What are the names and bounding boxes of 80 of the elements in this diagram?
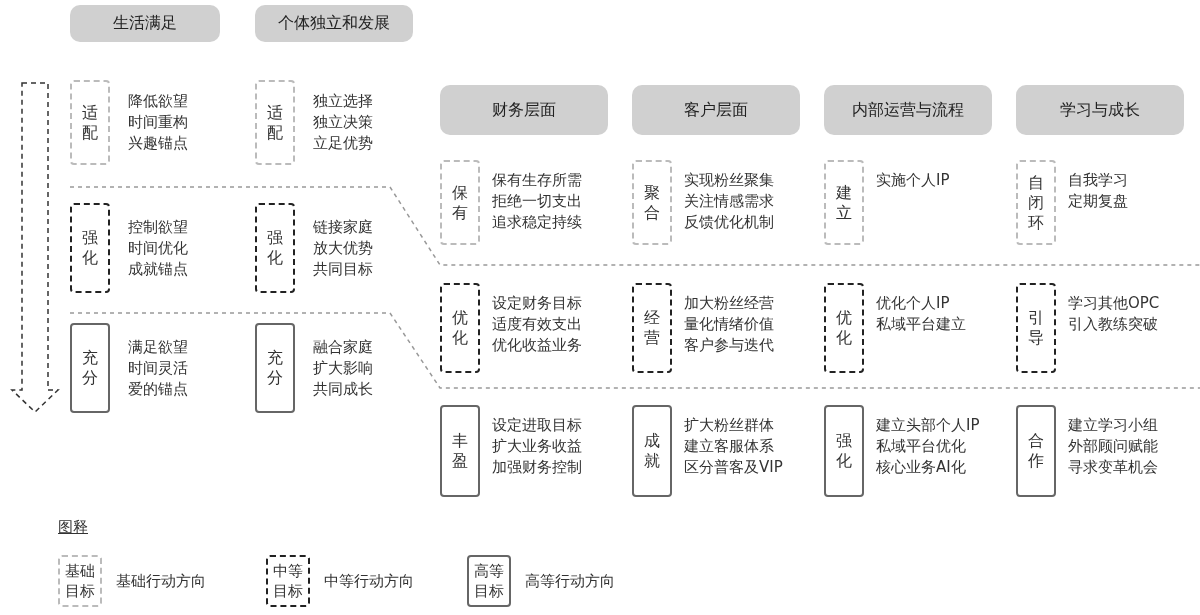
goal-tag: 充分	[70, 323, 110, 413]
action-item: 时间优化	[128, 237, 188, 259]
action-item: 成就锚点	[128, 258, 188, 280]
action-item: 外部顾问赋能	[1068, 436, 1158, 457]
action-item: 建立头部个人IP	[876, 415, 980, 436]
column-header: 个体独立和发展	[255, 5, 413, 42]
action-item: 寻求变革机会	[1068, 457, 1158, 478]
action-item: 追求稳定持续	[492, 212, 582, 233]
action-item: 加强财务控制	[492, 457, 582, 478]
goal-tag: 高等目标	[467, 555, 511, 607]
goal-tag: 强化	[255, 203, 295, 293]
column-header: 财务层面	[440, 85, 608, 135]
action-item: 爱的锚点	[128, 378, 188, 400]
goal-tag: 基础目标	[58, 555, 102, 607]
action-item: 扩大业务收益	[492, 436, 582, 457]
action-item: 保有生存所需	[492, 170, 582, 191]
goal-tag: 充分	[255, 323, 295, 413]
action-item: 核心业务AI化	[876, 457, 966, 478]
action-item: 优化个人IP	[876, 293, 950, 314]
action-item: 建立客服体系	[684, 436, 774, 457]
action-item: 引入教练突破	[1068, 314, 1158, 335]
action-item: 加大粉丝经营	[684, 293, 774, 314]
action-item: 放大优势	[313, 237, 373, 259]
action-item: 量化情绪价值	[684, 314, 774, 335]
action-item: 关注情感需求	[684, 191, 774, 212]
action-item: 独立决策	[313, 112, 373, 133]
action-item: 时间重构	[128, 112, 188, 133]
action-item: 共同目标	[313, 258, 373, 280]
action-item: 设定财务目标	[492, 293, 582, 314]
action-item: 共同成长	[313, 378, 373, 400]
goal-tag: 强化	[70, 203, 110, 293]
action-item: 适度有效支出	[492, 314, 582, 335]
goal-tag: 适配	[255, 80, 295, 165]
legend-title: 图释	[58, 518, 88, 537]
action-item: 学习其他OPC	[1068, 293, 1160, 314]
column-header: 学习与成长	[1016, 85, 1184, 135]
column-header: 生活满足	[70, 5, 220, 42]
goal-tag: 优化	[824, 283, 864, 373]
action-item: 控制欲望	[128, 216, 188, 238]
action-item: 中等行动方向	[324, 570, 414, 592]
goal-tag: 合作	[1016, 405, 1056, 497]
action-item: 私域平台优化	[876, 436, 966, 457]
goal-tag: 优化	[440, 283, 480, 373]
goal-tag: 建立	[824, 160, 864, 245]
action-item: 扩大影响	[313, 357, 373, 379]
action-item: 融合家庭	[313, 336, 373, 358]
action-item: 建立学习小组	[1068, 415, 1158, 436]
action-item: 自我学习	[1068, 170, 1128, 191]
action-item: 独立选择	[313, 91, 373, 112]
goal-tag: 引导	[1016, 283, 1056, 373]
goal-tag: 保有	[440, 160, 480, 245]
action-item: 基础行动方向	[116, 570, 206, 592]
column-header: 内部运营与流程	[824, 85, 992, 135]
action-item: 优化收益业务	[492, 335, 582, 356]
goal-tag: 经营	[632, 283, 672, 373]
goal-tag: 聚合	[632, 160, 672, 245]
column-header: 客户层面	[632, 85, 800, 135]
action-item: 拒绝一切支出	[492, 191, 582, 212]
goal-tag: 丰盈	[440, 405, 480, 497]
action-item: 区分普客及VIP	[684, 457, 783, 478]
goal-tag: 自闭环	[1016, 160, 1056, 245]
action-item: 客户参与迭代	[684, 335, 774, 356]
action-item: 时间灵活	[128, 357, 188, 379]
goal-tag: 成就	[632, 405, 672, 497]
action-item: 反馈优化机制	[684, 212, 774, 233]
action-item: 立足优势	[313, 133, 373, 154]
action-item: 兴趣锚点	[128, 133, 188, 154]
action-item: 设定进取目标	[492, 415, 582, 436]
action-item: 链接家庭	[313, 216, 373, 238]
action-item: 定期复盘	[1068, 191, 1128, 212]
goal-tag: 强化	[824, 405, 864, 497]
goal-tag: 适配	[70, 80, 110, 165]
action-item: 实施个人IP	[876, 170, 950, 191]
action-item: 实现粉丝聚集	[684, 170, 774, 191]
action-item: 扩大粉丝群体	[684, 415, 774, 436]
goal-tag: 中等目标	[266, 555, 310, 607]
action-item: 私域平台建立	[876, 314, 966, 335]
action-item: 高等行动方向	[525, 570, 615, 592]
action-item: 降低欲望	[128, 91, 188, 112]
action-item: 满足欲望	[128, 336, 188, 358]
